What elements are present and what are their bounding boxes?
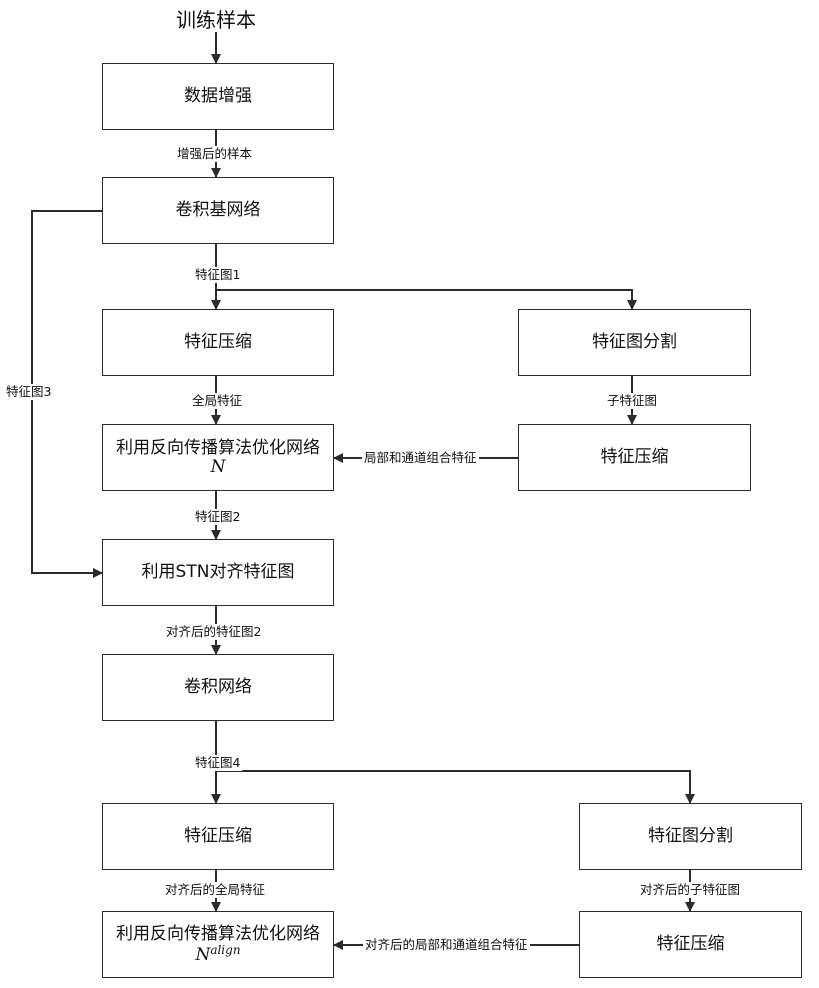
data-augmentation-box: 数据增强 <box>102 63 334 130</box>
feature-map-split-box-2: 特征图分割 <box>579 803 802 870</box>
optimize-network-box-2: 利用反向传播算法优化网络 Nalign <box>102 911 334 978</box>
feature-map-split-label-2: 特征图分割 <box>648 827 733 847</box>
feature-compress-box-4: 特征压缩 <box>579 911 802 978</box>
feature-compress-label-2: 特征压缩 <box>601 448 669 468</box>
optimize-network-label-2: 利用反向传播算法优化网络 <box>116 925 320 945</box>
network-n-align-symbol: Nalign <box>195 944 240 964</box>
feature-map-4-label: 特征图4 <box>193 755 242 771</box>
arrow-branch-to-split1 <box>216 290 632 309</box>
data-augmentation-label: 数据增强 <box>184 87 252 107</box>
aligned-sub-feature-map-label: 对齐后的子特征图 <box>638 882 742 898</box>
conv-base-network-label: 卷积基网络 <box>176 201 261 221</box>
feature-map-1-label: 特征图1 <box>193 267 242 283</box>
conv-base-network-box: 卷积基网络 <box>102 177 334 244</box>
conv-network-box: 卷积网络 <box>102 654 334 721</box>
conv-network-label: 卷积网络 <box>184 678 252 698</box>
feature-map-3-label: 特征图3 <box>4 384 53 400</box>
optimize-network-label-1: 利用反向传播算法优化网络 <box>116 439 320 459</box>
n-align-superscript: align <box>210 943 240 957</box>
stn-align-box: 利用STN对齐特征图 <box>102 539 334 606</box>
feature-compress-label-4: 特征压缩 <box>657 935 725 955</box>
feature-compress-box-2: 特征压缩 <box>518 424 751 491</box>
network-n-symbol: N <box>211 459 226 476</box>
feature-map-2-label: 特征图2 <box>193 509 242 525</box>
aligned-feature-map-2-label: 对齐后的特征图2 <box>164 624 263 640</box>
aligned-combined-feature-label: 对齐后的局部和通道组合特征 <box>363 937 530 953</box>
training-samples-title: 训练样本 <box>176 4 256 33</box>
combined-feature-label: 局部和通道组合特征 <box>362 450 479 466</box>
aligned-global-feature-label: 对齐后的全局特征 <box>163 882 267 898</box>
feature-map-split-box-1: 特征图分割 <box>518 309 751 376</box>
feature-compress-label-3: 特征压缩 <box>184 827 252 847</box>
feature-compress-box-1: 特征压缩 <box>102 309 334 376</box>
stn-align-label: 利用STN对齐特征图 <box>142 563 295 583</box>
feature-compress-label-1: 特征压缩 <box>184 333 252 353</box>
arrow-branch-to-split2 <box>216 771 690 803</box>
sub-feature-map-label: 子特征图 <box>605 393 659 409</box>
feature-map-split-label-1: 特征图分割 <box>592 333 677 353</box>
feature-compress-box-3: 特征压缩 <box>102 803 334 870</box>
optimize-network-box-1: 利用反向传播算法优化网络 N <box>102 424 334 491</box>
global-feature-label: 全局特征 <box>190 393 244 409</box>
n-align-base: N <box>195 945 210 965</box>
augmented-samples-label: 增强后的样本 <box>175 146 254 162</box>
